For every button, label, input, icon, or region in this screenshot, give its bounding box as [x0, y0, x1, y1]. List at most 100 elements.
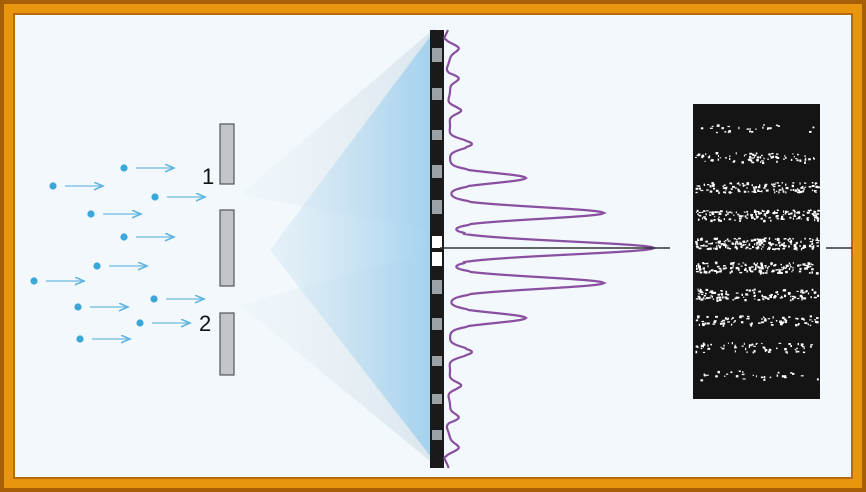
photo-speckle — [723, 191, 725, 193]
photo-speckle — [817, 245, 819, 247]
photo-speckle — [726, 211, 727, 213]
photo-speckle — [716, 300, 718, 302]
photo-speckle — [718, 155, 719, 157]
photo-speckle — [700, 245, 703, 246]
photo-speckle — [723, 187, 726, 188]
photo-speckle — [782, 375, 784, 377]
photo-speckle — [751, 271, 753, 273]
photo-speckle — [782, 248, 785, 250]
photo-speckle — [752, 191, 754, 192]
photo-speckle — [801, 296, 803, 299]
screen-bright-segment — [432, 430, 442, 440]
photo-speckle — [716, 245, 717, 247]
photo-speckle — [702, 324, 705, 326]
photo-speckle — [717, 266, 720, 268]
photo-speckle — [792, 153, 793, 154]
photo-speckle — [777, 294, 779, 295]
photo-speckle — [803, 188, 804, 190]
photo-speckle — [696, 265, 697, 267]
photo-speckle — [770, 220, 771, 222]
photo-speckle — [777, 239, 780, 241]
photo-speckle — [725, 294, 728, 295]
photo-speckle — [706, 213, 707, 215]
photo-speckle — [812, 289, 814, 291]
photo-speckle — [725, 157, 727, 158]
photo-speckle — [703, 244, 705, 246]
photo-speckle — [761, 318, 763, 319]
photo-speckle — [800, 241, 801, 243]
photo-speckle — [747, 270, 749, 272]
photo-speckle — [771, 153, 772, 155]
photo-speckle — [812, 239, 813, 241]
photo-speckle — [740, 243, 742, 245]
photo-speckle — [703, 352, 705, 353]
photo-speckle — [792, 298, 794, 300]
photo-speckle — [767, 128, 768, 131]
photo-speckle — [762, 246, 764, 247]
photo-speckle — [751, 217, 754, 219]
photo-speckle — [700, 298, 703, 300]
photo-speckle — [739, 371, 741, 373]
photo-speckle — [769, 349, 772, 351]
photo-speckle — [700, 291, 702, 293]
photo-speckle — [700, 190, 703, 191]
photo-speckle — [700, 379, 703, 381]
photo-speckle — [810, 344, 813, 345]
photo-speckle — [799, 271, 801, 273]
photo-speckle — [781, 218, 784, 219]
photo-speckle — [713, 212, 715, 213]
photo-speckle — [756, 159, 759, 161]
photo-speckle — [791, 243, 792, 244]
photo-speckle — [784, 155, 785, 157]
photo-speckle — [721, 293, 722, 294]
photo-speckle — [801, 318, 803, 320]
photo-speckle — [727, 245, 728, 246]
photo-speckle — [762, 210, 763, 212]
photo-speckle — [799, 216, 801, 218]
photo-speckle — [761, 377, 764, 379]
photo-speckle — [721, 290, 722, 292]
photo-speckle — [812, 321, 814, 322]
photo-speckle — [763, 317, 765, 318]
photo-speckle — [748, 191, 749, 192]
photo-speckle — [732, 267, 734, 268]
photo-speckle — [793, 262, 794, 264]
photo-speckle — [743, 297, 744, 298]
photo-speckle — [810, 210, 812, 212]
photo-speckle — [759, 184, 760, 186]
photo-speckle — [763, 299, 765, 300]
photo-speckle — [713, 299, 714, 300]
photo-speckle — [805, 265, 808, 266]
photo-speckle — [809, 272, 811, 274]
photo-speckle — [769, 295, 770, 296]
photo-speckle — [784, 238, 787, 239]
photo-speckle — [763, 187, 766, 189]
photo-speckle — [705, 153, 706, 155]
photo-speckle — [777, 375, 779, 377]
photo-speckle — [785, 213, 787, 215]
photo-speckle — [735, 187, 736, 189]
photo-speckle — [735, 345, 736, 347]
photo-speckle — [715, 211, 718, 213]
photo-speckle — [738, 191, 741, 192]
photo-speckle — [788, 246, 790, 248]
screen-bright-segment — [432, 88, 442, 100]
photo-speckle — [718, 371, 720, 373]
photo-speckle — [782, 182, 783, 184]
photo-speckle — [745, 242, 746, 243]
photo-speckle — [790, 189, 792, 190]
photo-speckle — [756, 248, 758, 250]
photo-speckle — [732, 263, 735, 264]
photo-speckle — [745, 268, 747, 270]
photo-speckle — [704, 295, 706, 297]
photo-speckle — [725, 317, 727, 320]
intensity-curve — [444, 30, 654, 468]
photo-speckle — [765, 267, 766, 269]
photo-speckle — [801, 299, 802, 301]
photo-speckle — [764, 185, 767, 187]
photo-speckle — [769, 238, 770, 240]
photo-speckle — [750, 128, 751, 130]
photo-speckle — [729, 156, 731, 157]
photo-speckle — [777, 218, 780, 219]
photo-speckle — [717, 271, 719, 273]
